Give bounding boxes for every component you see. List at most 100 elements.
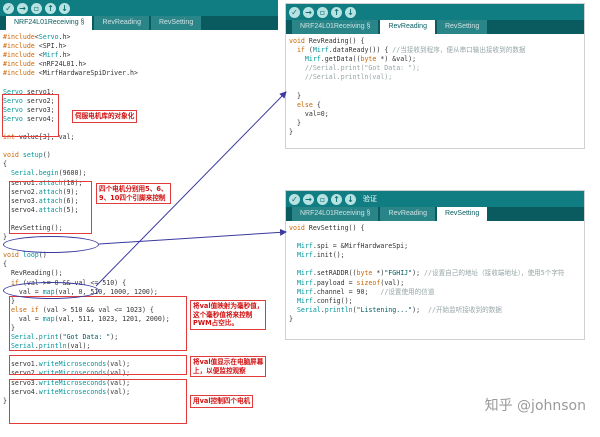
revreading-code-line: val=0; (289, 109, 329, 118)
left-code-line: Serial.begin(9600); (10, 169, 87, 178)
left-code-line: Serial.print("Got Data: "); (10, 333, 119, 342)
revsetting-editor-panel: ✓ → ▫ ↑ ↓ 验证 NRF24L01Receiving § RevRead… (285, 190, 585, 340)
tab-nrf24l01receiving[interactable]: NRF24L01Receiving § (292, 20, 379, 34)
verify-icon[interactable]: ✓ (289, 6, 300, 18)
tab-revsetting[interactable]: RevSetting (436, 20, 488, 34)
revreading-code-line: void RevReading() { (289, 37, 365, 45)
left-code-line: RevReading(); (3, 269, 63, 278)
left-code-line: Serial.println(val); (10, 342, 91, 351)
revsetting-code-line: Mirf.setRADDR((byte *)"FGHIJ"); //设置自己的地… (296, 269, 565, 278)
top-right-tab-bar: NRF24L01Receiving § RevReading RevSettin… (286, 20, 584, 34)
revreading-editor-panel: ✓ → ▫ ↑ ↓ NRF24L01Receiving § RevReading… (285, 3, 585, 149)
left-code-line: servo2.writeMicroseconds(val); (3, 369, 131, 378)
revsetting-code-line: Mirf.config(); (296, 296, 353, 305)
verify-icon[interactable]: ✓ (289, 193, 300, 205)
revreading-code-line: if (Mirf.dataReady()) { //当接收到程序，便从串口输出接… (296, 46, 526, 55)
left-code-line: } (3, 324, 15, 332)
revreading-code-line: } (289, 91, 301, 100)
left-code-line: servo2.attach(9); (3, 187, 79, 196)
save-icon[interactable]: ↓ (59, 2, 70, 14)
left-code-line: #include <SPI.h> (3, 42, 67, 51)
left-code-line: val = map(val, 511, 1023, 1201, 2000); (3, 314, 170, 323)
left-code-line: Servo servo1; (3, 87, 55, 96)
new-icon[interactable]: ▫ (317, 6, 328, 18)
revreading-code-line: //Serial.print("Got Data: "); (304, 64, 421, 73)
setup-pins-box (9, 181, 92, 234)
bottom-right-tab-bar: NRF24L01Receiving § RevReading RevSettin… (286, 207, 584, 221)
left-code-line: } (3, 233, 7, 242)
tab-nrf24l01receiving[interactable]: NRF24L01Receiving § (6, 16, 93, 30)
left-editor-panel: ✓ → ▫ ↑ ↓ NRF24L01Receiving § RevReading… (0, 0, 278, 437)
left-code-line: Servo servo4; (3, 114, 55, 123)
left-code-line: #include <Mirf.h> (3, 51, 71, 60)
left-code-line: RevSetting(); (3, 223, 63, 232)
servo-objects-box (2, 94, 59, 137)
servo-write-box (9, 379, 187, 424)
left-code-line: servo3.writeMicroseconds(val); (3, 378, 131, 387)
left-code-line: servo4.writeMicroseconds(val); (3, 387, 131, 396)
left-code-line: servo1.attach(10); (3, 178, 83, 187)
left-code-line: servo4.attach(5); (3, 205, 79, 214)
pins-note: 四个电机分别用5、6、 9、10四个引脚来控制 (96, 183, 171, 204)
left-code-line: } (3, 396, 7, 405)
left-code-line: { (3, 260, 7, 269)
revsetting-code-line: Mirf.spi = &MirfHardwareSpi; (296, 242, 409, 251)
left-code-line: } (3, 296, 15, 305)
tab-revreading[interactable]: RevReading (380, 207, 435, 221)
left-code-line: int value[3], val; (3, 133, 75, 142)
left-code-line: Servo servo2; (3, 96, 55, 105)
save-icon[interactable]: ↓ (345, 6, 356, 18)
servo-ctrl-note: 用val控制四个电机 (190, 395, 254, 408)
revsetting-call-ellipse (3, 236, 99, 253)
toolbar-tooltip-label: 验证 (363, 196, 377, 203)
open-icon[interactable]: ↑ (45, 2, 56, 14)
left-code-line: else if (val > 510 && val <= 1023) { (10, 305, 154, 314)
upload-icon[interactable]: → (303, 6, 314, 18)
watermark: 知乎 @johnson (484, 398, 586, 414)
tab-revsetting[interactable]: RevSetting (150, 16, 202, 30)
revsetting-code-line: Mirf.init(); (296, 251, 345, 260)
new-icon[interactable]: ▫ (317, 193, 328, 205)
pwm-note: 将val值映射为毫秒值， 这个毫秒值将来控制 PWM占空比。 (190, 300, 267, 330)
revreading-code-editor[interactable]: void RevReading() { if (Mirf.dataReady()… (286, 34, 584, 137)
revsetting-code-line: } (289, 314, 293, 323)
revreading-call-ellipse (3, 282, 99, 299)
verify-icon[interactable]: ✓ (3, 2, 14, 14)
left-code-line: servo1.writeMicroseconds(val); (3, 360, 131, 369)
revreading-code-line: } (289, 127, 293, 136)
new-icon[interactable]: ▫ (31, 2, 42, 14)
revsetting-arrow (98, 228, 287, 245)
upload-icon[interactable]: → (303, 193, 314, 205)
revreading-code-line: //Serial.println(val); (304, 73, 393, 82)
bottom-right-toolbar: ✓ → ▫ ↑ ↓ 验证 (286, 191, 584, 207)
left-code-line: servo3.attach(6); (3, 196, 79, 205)
revreading-code-line: Mirf.getData((byte *) &val); (304, 55, 417, 64)
tab-revreading[interactable]: RevReading (380, 20, 435, 34)
revreading-code-line: else { (296, 100, 321, 109)
map-box (9, 296, 187, 351)
revreading-arrow (95, 91, 287, 287)
servo-objects-note: 伺服电机库的对象化 (72, 110, 138, 123)
revsetting-code-line: void RevSetting() { (289, 224, 365, 232)
left-code-line: { (3, 160, 7, 169)
revsetting-code-line: Mirf.channel = 90; //设置使用的信道 (296, 287, 435, 296)
tab-nrf24l01receiving[interactable]: NRF24L01Receiving § (292, 207, 379, 221)
left-code-line: #include<Servo.h> (3, 33, 71, 41)
save-icon[interactable]: ↓ (345, 193, 356, 205)
left-code-line: #include <MirfHardwareSpiDriver.h> (3, 69, 138, 78)
left-code-line: void loop() (3, 251, 47, 260)
tab-revsetting[interactable]: RevSetting (436, 207, 488, 221)
tab-revreading[interactable]: RevReading (94, 16, 149, 30)
left-code-line: void setup() (3, 151, 51, 160)
top-right-toolbar: ✓ → ▫ ↑ ↓ (286, 4, 584, 20)
serial-note: 将val值显示在电脑屏幕 上，以便监控观察 (190, 356, 267, 377)
revreading-code-line: } (289, 118, 301, 127)
upload-icon[interactable]: → (17, 2, 28, 14)
revsetting-code-line: Serial.println("Listening..."); //开始监听接收… (296, 305, 502, 314)
open-icon[interactable]: ↑ (331, 6, 342, 18)
revsetting-code-line: Mirf.payload = sizeof(val); (296, 278, 405, 287)
left-code-line: Servo servo3; (3, 105, 55, 114)
revsetting-code-editor[interactable]: void RevSetting() { Mirf.spi = &MirfHard… (286, 221, 584, 324)
open-icon[interactable]: ↑ (331, 193, 342, 205)
